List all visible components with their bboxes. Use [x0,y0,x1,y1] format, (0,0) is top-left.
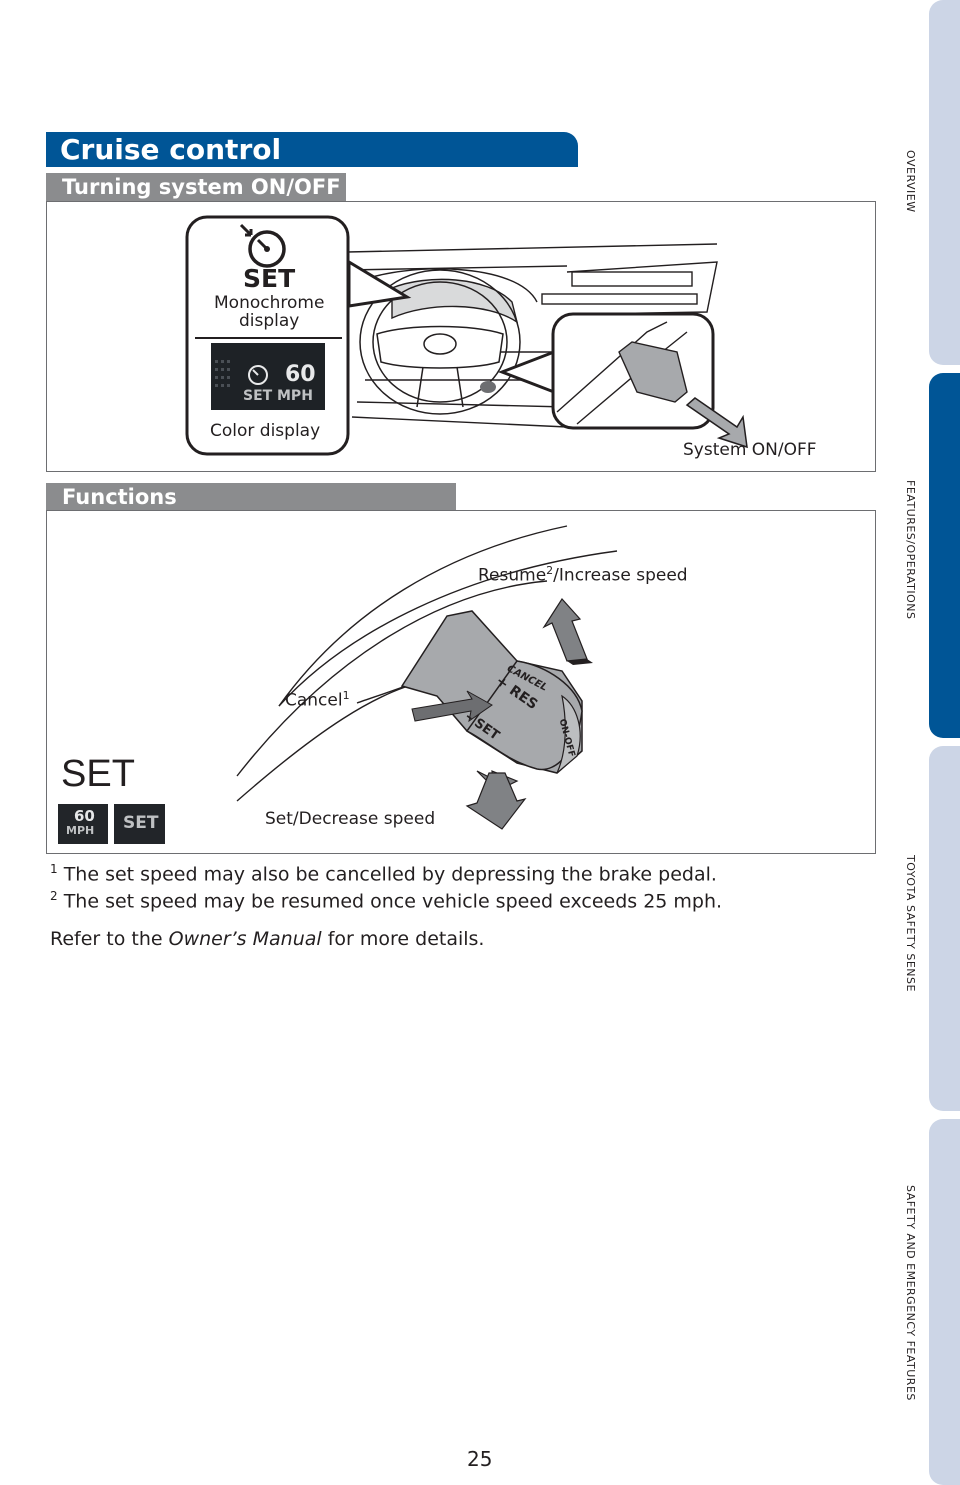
functions-panel: CANCEL + RES – SET ON-OFF Resume2/Increa… [46,510,876,854]
refer-suffix: for more details. [321,928,485,950]
resume-label: Resume2/Increase speed [478,564,688,586]
section-heading-functions: Functions [46,483,456,510]
mono-display-label-2: display [239,311,300,331]
side-label-tss: TOYOTA SAFETY SENSE [904,855,917,992]
resume-text: Resume [478,565,547,586]
side-tab-tss[interactable] [929,746,960,1111]
side-label-features: FEATURES/OPERATIONS [904,480,917,620]
icon-set-text: SET [123,813,159,833]
color-unit-text: MPH [277,388,313,404]
refer-manual-title: Owner’s Manual [168,928,322,950]
footnote-2-mark: 2 [50,889,58,903]
side-tab-safety[interactable] [929,1119,960,1485]
refer-prefix: Refer to the [50,928,169,950]
system-panel: SET Monochrome display 60 SET MPH Color … [46,201,876,472]
dashboard-illustration [185,215,748,456]
cancel-footnote-mark: 1 [342,689,350,702]
icon-unit-text: MPH [66,824,95,837]
resume-footnote-mark: 2 [546,564,554,577]
footnote-1: 1 The set speed may also be cancelled by… [50,862,717,885]
mono-set-text: SET [243,264,296,293]
refer-note: Refer to the Owner’s Manual for more det… [50,928,484,950]
side-tab-overview[interactable] [929,0,960,365]
page-title: Cruise control [46,132,578,167]
color-speed-text: 60 [285,362,316,387]
system-onoff-label: System ON/OFF [683,440,817,460]
lever-illustration [58,525,618,844]
footnote-1-mark: 1 [50,862,58,876]
color-set-text: SET [243,388,273,404]
page-number: 25 [467,1447,493,1471]
side-tab-features[interactable] [929,373,960,738]
big-set-text: SET [61,753,135,795]
side-label-safety: SAFETY AND EMERGENCY FEATURES [904,1185,917,1401]
side-label-overview: OVERVIEW [904,150,917,213]
set-decrease-label: Set/Decrease speed [265,809,436,829]
resume-suffix: /Increase speed [553,565,688,586]
section-heading-system: Turning system ON/OFF [46,173,346,201]
color-display-label: Color display [210,421,321,441]
footnote-2-text: The set speed may be resumed once vehicl… [63,890,723,913]
mono-display-label-1: Monochrome [214,293,325,313]
footnote-2: 2 The set speed may be resumed once vehi… [50,889,722,912]
cancel-text: Cancel [285,690,343,711]
icon-speed-text: 60 [74,807,95,825]
cancel-label: Cancel1 [285,689,350,711]
footnote-1-text: The set speed may also be cancelled by d… [63,863,717,886]
